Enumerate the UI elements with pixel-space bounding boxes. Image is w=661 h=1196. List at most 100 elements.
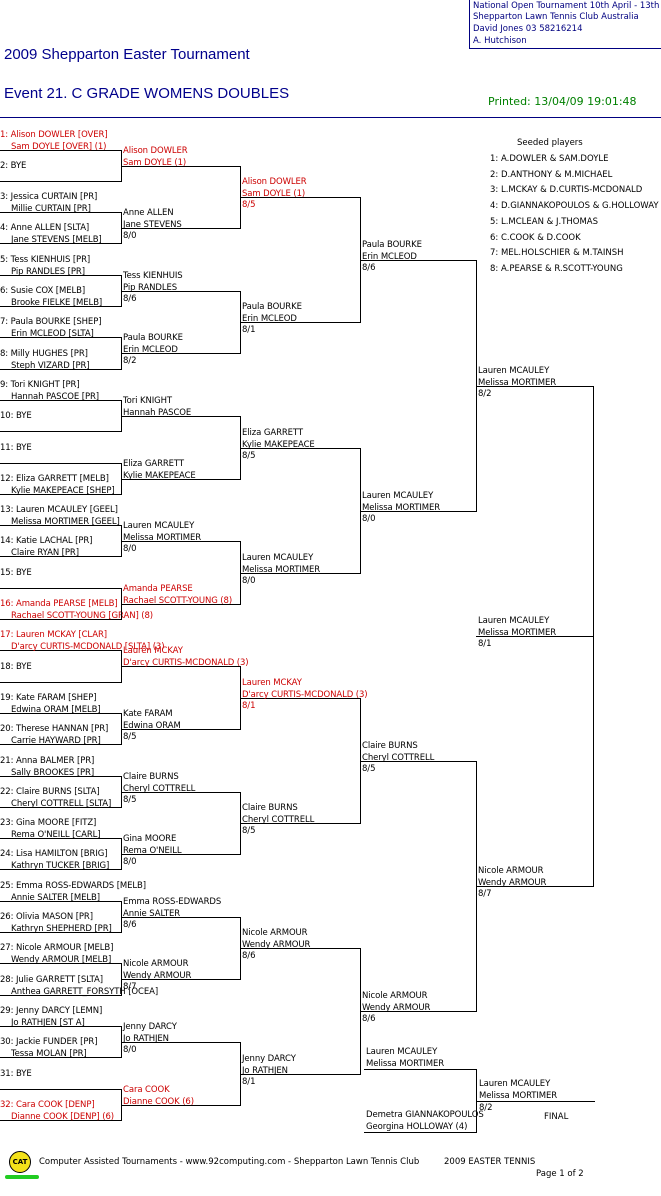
round1-line <box>0 369 121 370</box>
round2-line <box>121 416 240 417</box>
round1-player1: 29: Jenny DARCY [LEMN] <box>0 1006 103 1016</box>
seeded-player: 8: A.PEARSE & R.SCOTT-YOUNG <box>490 263 623 274</box>
round4-player1: Nicole ARMOUR <box>362 991 428 1001</box>
round1-player1: 28: Julie GARRETT [SLTA] <box>0 975 103 985</box>
round2-score: 8/5 <box>123 795 137 805</box>
round1-line <box>0 650 121 651</box>
footer-event: 2009 EASTER TENNIS <box>444 1157 536 1167</box>
round1-player1: 20: Therese HANNAN [PR] <box>0 724 109 734</box>
round5-line <box>476 886 593 887</box>
round1-player1: 18: BYE <box>0 662 32 672</box>
round2-score: 8/6 <box>123 294 137 304</box>
round1-player1: 11: BYE <box>0 443 32 453</box>
round1-line <box>0 1120 121 1121</box>
round2-score: 8/6 <box>123 920 137 930</box>
round1-player2: Dianne COOK [DENP] (6) <box>11 1112 114 1122</box>
round1-player1: 1: Alison DOWLER [OVER] <box>0 130 108 140</box>
champion-line2: Melissa MORTIMER <box>479 1091 558 1101</box>
round1-player1: 26: Olivia MASON [PR] <box>0 912 93 922</box>
round1-player1: 21: Anna BALMER [PR] <box>0 756 95 766</box>
round1-line <box>0 337 121 338</box>
round2-player1: Emma ROSS-EDWARDS <box>123 897 222 907</box>
round1-player2: Kathryn TUCKER [BRIG] <box>11 861 110 871</box>
round2-player1: Gina MOORE <box>123 834 177 844</box>
round1-player1: 5: Tess KIENHUIS [PR] <box>0 255 91 265</box>
round1-player1: 12: Eliza GARRETT [MELB] <box>0 474 109 484</box>
round3-player2: Wendy ARMOUR <box>242 940 311 950</box>
cat-logo-icon: CAT <box>9 1151 31 1173</box>
seeded-player: 3: L.MCKAY & D.CURTIS-MCDONALD <box>490 185 643 196</box>
seeded-player: 1: A.DOWLER & SAM.DOYLE <box>490 154 609 164</box>
round1-player1: 22: Claire BURNS [SLTA] <box>0 787 100 797</box>
round1-player2: Kylie MAKEPEACE [SHEP] <box>11 486 115 496</box>
seeded-player: 5: L.MCLEAN & J.THOMAS <box>490 216 599 227</box>
final-top-line <box>364 1069 476 1070</box>
round2-player1: Jenny DARCY <box>123 1022 177 1032</box>
round1-player1: 3: Jessica CURTAIN [PR] <box>0 192 98 202</box>
round2-player1: Claire BURNS <box>123 772 179 782</box>
round1-player2: Pip RANDLES [PR] <box>11 267 85 277</box>
round1-line <box>0 556 121 557</box>
round2-player2: Hannah PASCOE <box>123 408 192 418</box>
round2-player2: Rachael SCOTT-YOUNG (8) <box>123 596 233 606</box>
round1-player2: Brooke FIELKE [MELB] <box>11 298 103 308</box>
round1-player2: Tessa MOLAN [PR] <box>11 1049 87 1059</box>
round2-player2: Jo RATHJEN <box>123 1034 169 1044</box>
round4-player1: Paula BOURKE <box>362 240 422 250</box>
round1-player1: 19: Kate FARAM [SHEP] <box>0 693 97 703</box>
round1-line <box>0 1057 121 1058</box>
round4-line <box>360 761 476 762</box>
round1-player1: 16: Amanda PEARSE [MELB] <box>0 599 118 609</box>
round2-player2: Wendy ARMOUR <box>123 971 192 981</box>
round5-score: 8/2 <box>478 389 492 399</box>
round1-player2: Kathryn SHEPHERD [PR] <box>11 924 112 934</box>
round3-line <box>240 1074 360 1075</box>
round6-score: 8/1 <box>478 639 492 649</box>
round1-line <box>0 150 121 151</box>
round1-player2: Rema O'NEILL [CARL] <box>11 830 101 840</box>
round3-player2: D'arcy CURTIS-MCDONALD (3) <box>242 690 368 700</box>
round1-line <box>0 619 121 620</box>
round1-player2: Annie SALTER [MELB] <box>11 893 100 903</box>
round1-player2: Sally BROOKES [PR] <box>11 768 95 778</box>
round5-line <box>476 386 593 387</box>
round2-player1: Amanda PEARSE <box>123 584 193 594</box>
round1-player2: Hannah PASCOE [PR] <box>11 392 100 402</box>
round1-player1: 32: Cara COOK [DENP] <box>0 1100 95 1110</box>
round1-player2: Rachael SCOTT-YOUNG [GRAN] (8) <box>11 611 154 621</box>
printed-timestamp: Printed: 13/04/09 19:01:48 <box>488 95 637 108</box>
round4-score: 8/6 <box>362 1014 376 1024</box>
round1-player2: Carrie HAYWARD [PR] <box>11 736 101 746</box>
round6-player1: Lauren MCAULEY <box>478 616 550 626</box>
round1-player1: 7: Paula BOURKE [SHEP] <box>0 317 102 327</box>
round1-line <box>0 901 121 902</box>
round2-player2: Dianne COOK (6) <box>123 1097 194 1107</box>
round1-line <box>0 869 121 870</box>
info-line: Shepparton Lawn Tennis Club Australia <box>473 12 639 22</box>
logo-underline <box>5 1175 39 1179</box>
round1-line <box>0 431 121 432</box>
round2-line <box>121 666 240 667</box>
round1-player1: 13: Lauren MCAULEY [GEEL] <box>0 505 118 515</box>
round3-score: 8/1 <box>242 325 256 335</box>
round1-line <box>0 275 121 276</box>
round3-player1: Claire BURNS <box>242 803 298 813</box>
round4-score: 8/6 <box>362 263 376 273</box>
round2-line <box>121 854 240 855</box>
round2-player2: Sam DOYLE (1) <box>123 158 187 168</box>
round2-player2: D'arcy CURTIS-MCDONALD (3) <box>123 658 249 668</box>
round4-player2: Erin MCLEOD <box>362 252 417 262</box>
round1-line <box>0 963 121 964</box>
round1-player1: 15: BYE <box>0 568 32 578</box>
round1-line <box>0 494 121 495</box>
round1-line <box>0 744 121 745</box>
round2-player1: Alison DOWLER <box>123 146 188 156</box>
round2-player1: Paula BOURKE <box>123 333 183 343</box>
round6-player2: Melissa MORTIMER <box>478 628 557 638</box>
round1-player1: 4: Anne ALLEN [SLTA] <box>0 223 90 233</box>
round1-player1: 27: Nicole ARMOUR [MELB] <box>0 943 114 953</box>
round2-player2: Kylie MAKEPEACE <box>123 471 196 481</box>
round3-player1: Eliza GARRETT <box>242 428 303 438</box>
round1-player2: D'arcy CURTIS-MCDONALD [SLTA] (3) <box>11 642 165 652</box>
